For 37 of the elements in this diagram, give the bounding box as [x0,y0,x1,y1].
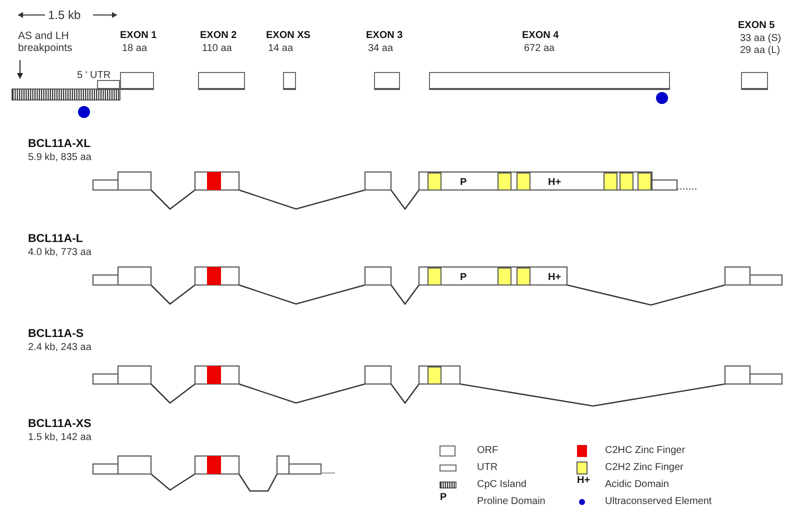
legend-symbol: H+ [577,475,590,487]
exon-length: 34 aa [368,43,394,55]
region-label: 5 ' UTR [77,70,111,82]
exon-heading: EXON 4 [522,30,559,42]
domain-letter: P [460,272,467,284]
exon-length: 18 aa [122,43,148,55]
isoform-name: BCL11A-XL [28,138,91,150]
legend-label: UTR [477,462,498,474]
legend-label: Proline Domain [477,496,546,508]
isoform-name: BCL11A-L [28,233,83,245]
legend-symbol: P [440,492,447,504]
isoform-name: BCL11A-XS [28,418,92,430]
exon-length: 672 aa [524,43,556,55]
exon-length: 33 aa (S) 29 aa (L) [740,33,782,57]
legend-label: Ultraconserved Element [605,496,712,508]
isoform-size: 4.0 kb, 773 aa [28,247,92,259]
legend-label: C2HC Zinc Finger [605,445,686,457]
exon-heading: EXON 2 [200,30,237,42]
domain-letter: H+ [548,177,562,189]
scale-label: 1.5 kb [48,9,81,21]
exon-length: 14 aa [268,43,294,55]
exon-heading: EXON XS [266,30,310,42]
isoform-name: BCL11A-S [28,328,84,340]
exon-heading: EXON 3 [366,30,403,42]
legend-label: ORF [477,445,498,457]
legend-label: Acidic Domain [605,479,669,491]
domain-letter: H+ [548,272,562,284]
breakpoint-label: AS and LH breakpoints [18,30,74,54]
legend-label: CpC Island [477,479,526,491]
domain-letter: P [460,177,467,189]
isoform-size: 5.9 kb, 835 aa [28,152,92,164]
exon-heading: EXON 1 [120,30,157,42]
exon-heading: EXON 5 [738,20,775,32]
isoform-size: 2.4 kb, 243 aa [28,342,92,354]
isoform-size: 1.5 kb, 142 aa [28,432,92,444]
legend-label: C2H2 Zinc Finger [605,462,684,474]
exon-length: 110 aa [202,43,233,55]
